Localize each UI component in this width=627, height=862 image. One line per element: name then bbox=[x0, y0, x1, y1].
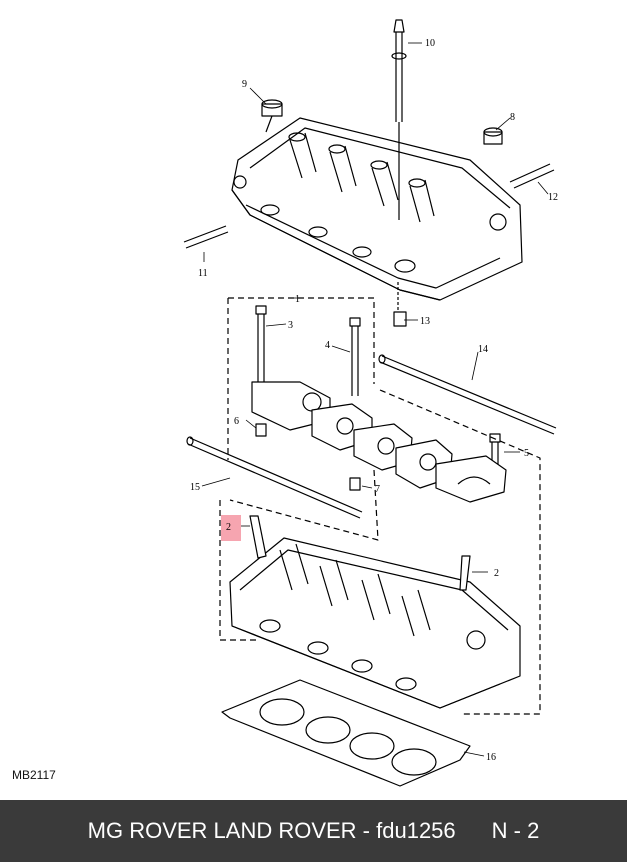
cam-cover-assembly bbox=[231, 117, 523, 301]
carrier-bolt bbox=[255, 305, 267, 382]
spark-plug-tube bbox=[370, 160, 399, 207]
dowel bbox=[393, 282, 407, 327]
footer-brand-part: MG ROVER LAND ROVER - fdu1256 bbox=[87, 818, 456, 843]
callout-7: 7 bbox=[375, 484, 380, 495]
highlight-box bbox=[221, 515, 241, 541]
cylinder-head bbox=[229, 537, 521, 709]
callout-2: 2 bbox=[226, 522, 231, 533]
stud bbox=[509, 163, 555, 189]
head-gasket bbox=[221, 679, 471, 787]
callout-10: 10 bbox=[425, 38, 435, 49]
grommet bbox=[483, 127, 503, 145]
dowel bbox=[349, 477, 361, 491]
spark-plug-tube bbox=[288, 132, 317, 179]
locating-dowel bbox=[249, 515, 267, 559]
callout-11: 11 bbox=[198, 268, 208, 279]
grommet bbox=[261, 99, 283, 133]
callout-15: 15 bbox=[190, 482, 200, 493]
callout-2-right: 2 bbox=[494, 568, 499, 579]
locating-dowel bbox=[459, 555, 471, 591]
dowel bbox=[255, 423, 267, 437]
callout-14: 14 bbox=[478, 344, 488, 355]
callout-5: 5 bbox=[524, 448, 529, 459]
camshaft-bearing-cap bbox=[435, 455, 507, 503]
callout-3: 3 bbox=[288, 320, 293, 331]
footer-position: N - 2 bbox=[491, 818, 540, 843]
callout-8: 8 bbox=[510, 112, 515, 123]
callout-labels: 1 2 2 3 4 5 6 7 8 9 10 11 12 13 14 15 16 bbox=[190, 38, 558, 763]
callout-12: 12 bbox=[548, 192, 558, 203]
stud bbox=[183, 225, 229, 249]
callout-1: 1 bbox=[295, 294, 300, 305]
spark-plug-tube bbox=[328, 144, 357, 193]
cylinder-head-exploded-diagram: 1 2 2 3 4 5 6 7 8 9 10 11 12 13 14 15 16 bbox=[183, 19, 558, 787]
long-head-bolt bbox=[391, 19, 407, 220]
callout-13: 13 bbox=[420, 316, 430, 327]
callout-16: 16 bbox=[486, 752, 496, 763]
callout-9: 9 bbox=[242, 79, 247, 90]
oil-rail bbox=[186, 436, 363, 519]
footer-bar: MG ROVER LAND ROVER - fdu1256 N - 2 bbox=[0, 800, 627, 862]
callout-4: 4 bbox=[325, 340, 330, 351]
group-boundary-head bbox=[219, 389, 541, 715]
group-boundary-1 bbox=[227, 297, 379, 541]
carrier-bolt bbox=[349, 317, 361, 396]
callout-6: 6 bbox=[234, 416, 239, 427]
oil-rail bbox=[378, 354, 557, 435]
carrier-bolt bbox=[489, 433, 501, 470]
diagram-code: MB2117 bbox=[12, 768, 56, 782]
spark-plug-tube bbox=[408, 178, 435, 223]
